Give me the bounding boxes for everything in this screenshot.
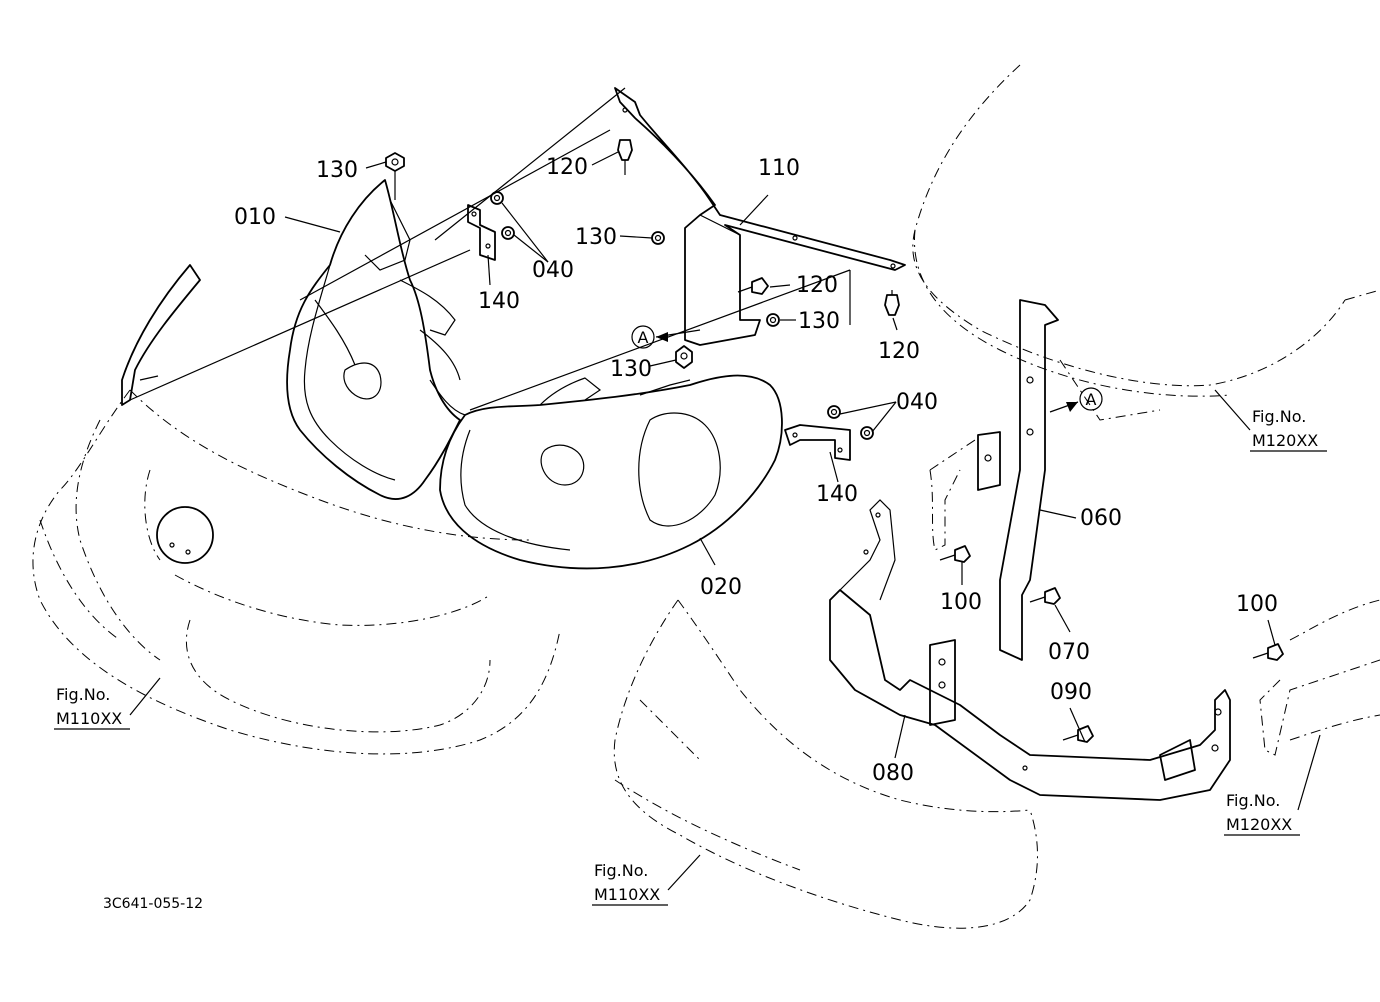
figure-ref-left-number: M110XX	[56, 709, 122, 728]
figure-ref-left: Fig.No. M110XX	[54, 685, 130, 730]
view-marker-a-right: A	[1049, 387, 1103, 413]
fastener-bolt-120-mid	[737, 277, 769, 295]
drawing-code: 3C641-055-12	[103, 896, 203, 912]
figure-ref-bottom-right: Fig.No. M120XX	[1224, 791, 1300, 836]
part-label-040-upper: 040	[532, 258, 574, 283]
bracket-140-upper	[467, 204, 496, 261]
fastener-bolt-120-top	[617, 139, 633, 175]
part-label-130-right: 130	[798, 309, 840, 334]
grille-trim-arm	[121, 264, 201, 406]
figure-ref-bottom-right-caption: Fig.No.	[1226, 791, 1280, 810]
part-labels: 130 010 120 110 130 040 140 120 130 130 …	[234, 155, 1278, 786]
figure-ref-bottom: Fig.No. M110XX	[592, 861, 668, 906]
figure-ref-top-right-caption: Fig.No.	[1252, 407, 1306, 426]
fastener-nut-040-b	[501, 226, 515, 240]
fastener-bolt-100-left	[939, 545, 971, 563]
part-label-140-lower: 140	[816, 482, 858, 507]
figure-ref-top-right-number: M120XX	[1252, 431, 1318, 450]
part-label-100-right: 100	[1236, 592, 1278, 617]
fastener-bolt-070	[1029, 587, 1061, 605]
part-label-130-low: 130	[610, 357, 652, 382]
fastener-nut-130-low	[675, 345, 693, 369]
part-label-110: 110	[758, 156, 800, 181]
fastener-nut-130-right	[766, 313, 780, 327]
part-label-130-mid: 130	[575, 225, 617, 250]
fastener-nut-040-a	[490, 191, 504, 205]
right-side-panel	[1259, 599, 1380, 756]
part-label-140-upper: 140	[478, 289, 520, 314]
fastener-bolt-100-right	[1252, 643, 1284, 661]
bonnet-top-right	[912, 64, 1380, 421]
front-bumper-lower	[613, 599, 1038, 929]
assembly-center-lines	[129, 87, 851, 411]
figure-ref-bottom-right-number: M120XX	[1226, 815, 1292, 834]
view-marker-a-right-label: A	[1086, 390, 1097, 409]
part-label-120-right: 120	[878, 339, 920, 364]
front-grille-left-panel	[32, 389, 561, 755]
part-label-130-top: 130	[316, 158, 358, 183]
figure-ref-left-caption: Fig.No.	[56, 685, 110, 704]
fastener-bolt-120-right	[884, 290, 900, 316]
side-frame-bracket	[929, 439, 976, 551]
part-label-070: 070	[1048, 640, 1090, 665]
bracket-110	[614, 87, 906, 346]
figure-ref-bottom-number: M110XX	[594, 885, 660, 904]
stay-060	[977, 299, 1059, 661]
view-marker-a-left-label: A	[638, 328, 649, 347]
fastener-nut-040-d	[860, 426, 874, 440]
part-label-040-lower: 040	[896, 390, 938, 415]
headlight-010	[286, 179, 466, 500]
leader-lines	[129, 151, 1321, 891]
figure-ref-top-right: Fig.No. M120XX	[1250, 407, 1327, 452]
fastener-nut-130-top	[385, 152, 405, 200]
part-label-010: 010	[234, 205, 276, 230]
part-label-080: 080	[872, 761, 914, 786]
part-label-090: 090	[1050, 680, 1092, 705]
front-emblem	[156, 506, 214, 564]
part-label-120-top: 120	[546, 155, 588, 180]
fastener-nut-130-mid	[651, 231, 665, 245]
figure-ref-bottom-caption: Fig.No.	[594, 861, 648, 880]
part-label-100-left: 100	[940, 590, 982, 615]
frame-080	[829, 499, 1231, 801]
fastener-bolt-090	[1062, 725, 1094, 743]
part-label-120-mid: 120	[796, 273, 838, 298]
part-label-060: 060	[1080, 506, 1122, 531]
view-marker-a-left: A	[631, 325, 701, 349]
fastener-nut-040-c	[827, 405, 841, 419]
headlight-020	[439, 374, 783, 570]
bracket-140-lower	[784, 424, 851, 461]
part-label-020: 020	[700, 575, 742, 600]
